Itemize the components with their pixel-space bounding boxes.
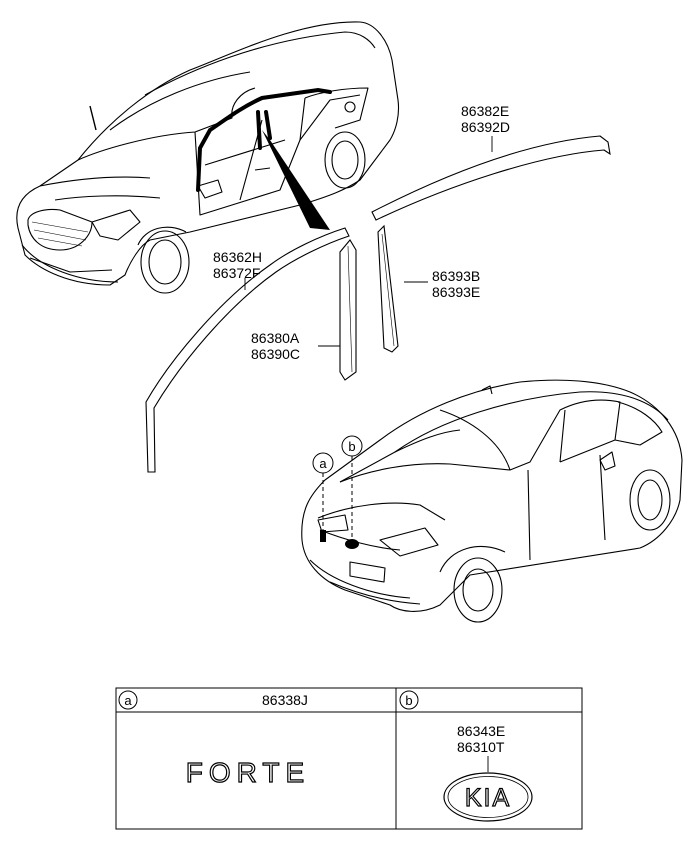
part-roof-moulding-rear	[371, 135, 611, 221]
marker-a-callout: a	[312, 452, 334, 542]
leader-lines	[244, 136, 493, 347]
kia-emblem: KIA	[465, 784, 511, 812]
front-car-illustration	[16, 21, 400, 294]
marker-b-callout: b	[341, 435, 363, 549]
callout-belt-front-2: 86372F	[213, 265, 260, 281]
callout-roof-rear-1: 86382E	[461, 103, 509, 119]
table-marker-b	[399, 690, 419, 710]
callout-pillar-rear-2: 86393E	[432, 284, 480, 300]
callout-belt-front-1: 86362H	[213, 249, 262, 265]
callout-pillar-rear-1: 86393B	[432, 268, 480, 284]
callout-wedge	[262, 130, 330, 230]
table-part-b-1: 86343E	[457, 723, 505, 739]
forte-emblem: FORTE	[186, 757, 310, 788]
callout-pillar-front-2: 86390C	[251, 346, 300, 362]
callout-roof-rear-2: 86392D	[461, 119, 510, 135]
parts-table: a 86338J b FORTE 86343E 86310T KIA	[115, 687, 583, 830]
front-car-door-moulding-highlight	[196, 87, 332, 192]
svg-text:b: b	[405, 693, 412, 708]
svg-text:b: b	[348, 439, 355, 454]
svg-text:a: a	[124, 693, 132, 708]
part-belt-moulding-front	[145, 227, 350, 473]
svg-text:a: a	[319, 456, 327, 471]
table-marker-a	[118, 690, 138, 710]
table-part-b-2: 86310T	[457, 739, 505, 755]
callout-pillar-front-1: 86380A	[251, 330, 300, 346]
part-pillar-front	[339, 239, 357, 381]
rear-car-illustration	[301, 379, 683, 623]
table-part-a: 86338J	[262, 692, 308, 708]
